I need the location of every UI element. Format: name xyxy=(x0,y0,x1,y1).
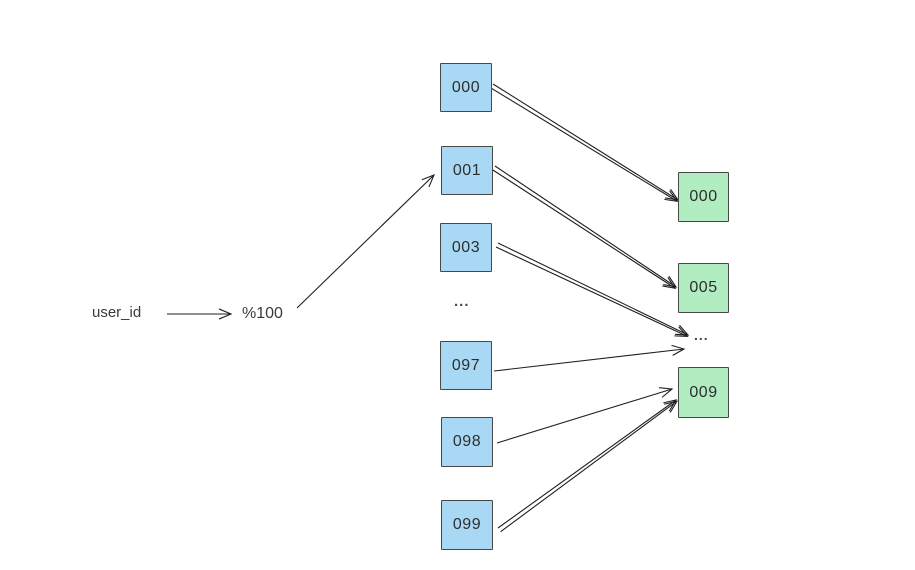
shard-node-label: 003 xyxy=(451,238,481,256)
shard-node-099: 099 xyxy=(441,500,493,550)
shard-ellipsis: ... xyxy=(454,293,470,310)
shard-node-003: 003 xyxy=(440,223,492,272)
edge-%100-to-b001 xyxy=(296,174,436,309)
db-node-label: 009 xyxy=(689,383,718,401)
edge-b000-to-g000 xyxy=(490,83,680,203)
shard-node-000: 000 xyxy=(440,63,492,112)
db-node-label: 000 xyxy=(689,188,718,205)
shard-node-001: 001 xyxy=(441,146,493,195)
shard-node-label: 000 xyxy=(451,78,481,96)
shard-node-097: 097 xyxy=(440,341,492,390)
db-ellipsis: ... xyxy=(694,327,709,343)
shard-node-label: 098 xyxy=(452,433,482,450)
db-node-009: 009 xyxy=(678,367,729,418)
user-id-label: user_id xyxy=(92,304,142,321)
shard-node-label: 001 xyxy=(452,161,482,179)
db-node-label: 005 xyxy=(689,279,718,296)
edge-b003-to-gdots xyxy=(495,242,690,337)
db-node-000: 000 xyxy=(678,172,729,222)
mod-100-operation-label: %100 xyxy=(242,305,283,322)
edge-b097-to-gdots xyxy=(493,344,686,372)
edge-b099-to-g009 xyxy=(497,399,679,533)
edge-b001-to-g005 xyxy=(492,165,678,290)
edge-user_id-to-%100 xyxy=(167,308,233,320)
edge-b098-to-g009 xyxy=(496,387,674,444)
shard-node-label: 097 xyxy=(451,356,481,374)
shard-node-098: 098 xyxy=(441,417,493,467)
db-node-005: 005 xyxy=(678,263,729,313)
shard-node-label: 099 xyxy=(452,516,482,533)
